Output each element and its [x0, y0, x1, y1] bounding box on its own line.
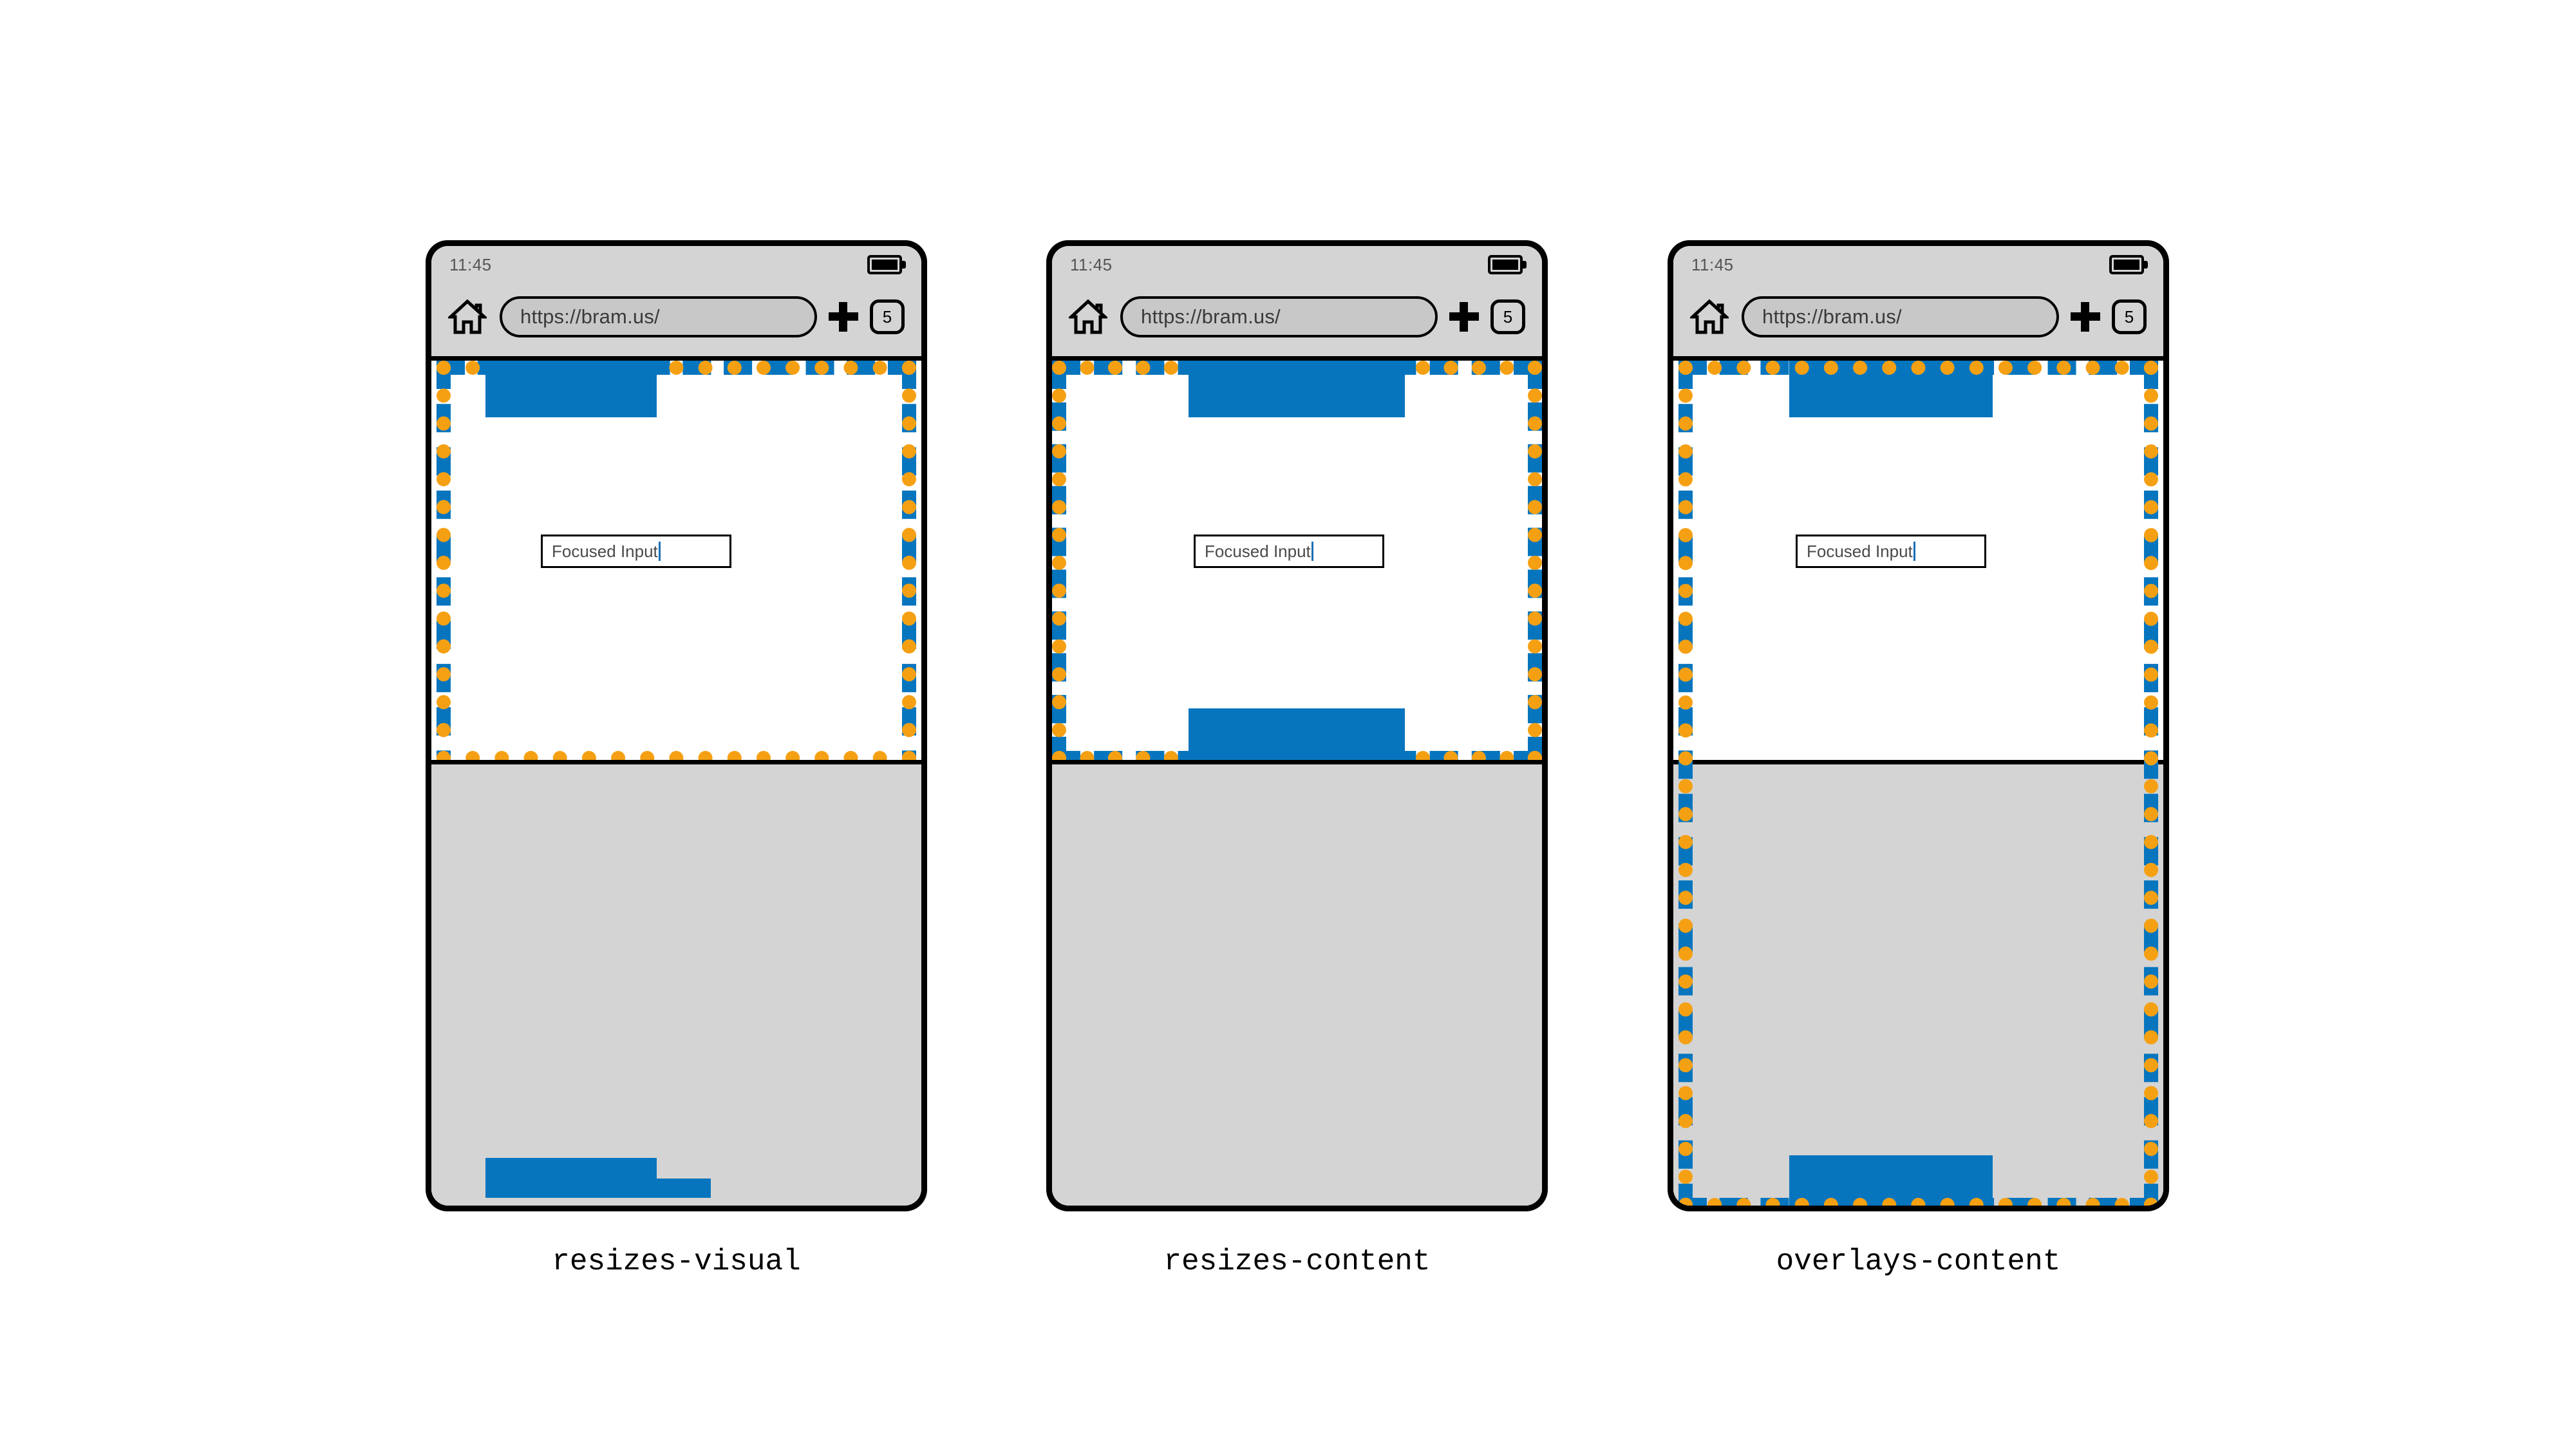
tab-count-label: 5 [1503, 307, 1513, 327]
phone-frame: 11:45 https://bram.us/ [426, 240, 927, 1211]
tab-count-label: 5 [2124, 307, 2134, 327]
url-text: https://bram.us/ [1762, 305, 1902, 328]
tab-count-badge[interactable]: 5 [870, 299, 905, 334]
battery-cap [2144, 261, 2148, 269]
home-icon[interactable] [448, 299, 487, 335]
phone-screen: 11:45 https://bram.us/ [1052, 246, 1542, 1206]
browser-toolbar: https://bram.us/ 5 [431, 278, 921, 355]
status-clock: 11:45 [1691, 255, 1734, 274]
browser-toolbar: https://bram.us/ 5 [1052, 278, 1542, 355]
battery-full-icon [1488, 255, 1527, 274]
header-block [485, 361, 657, 417]
focused-input[interactable]: Focused Input [541, 535, 731, 568]
tab-count-label: 5 [882, 307, 892, 327]
virtual-keyboard [1052, 760, 1542, 1206]
battery-full-icon [867, 255, 906, 274]
page-area: Focused Input [431, 361, 921, 1206]
plus-icon[interactable] [829, 302, 858, 332]
phone-frame: 11:45 https://bram.us/ [1046, 240, 1548, 1211]
battery-full-icon [2109, 255, 2148, 274]
text-caret [1913, 542, 1915, 561]
battery-cap [1523, 261, 1527, 269]
page-area: Focused Input [1052, 361, 1542, 1206]
plus-icon[interactable] [1449, 302, 1479, 332]
status-clock: 11:45 [1070, 255, 1113, 274]
phone-frame: 11:45 https://bram.us/ [1668, 240, 2169, 1211]
figure-resizes-visual: 11:45 https://bram.us/ [426, 240, 927, 1278]
url-bar[interactable]: https://bram.us/ [1120, 296, 1438, 337]
header-block [1789, 361, 1993, 417]
text-caret [1311, 542, 1313, 561]
virtual-keyboard [431, 760, 921, 1206]
footer-block [1789, 1155, 1993, 1206]
footer-block-extension [657, 1179, 711, 1198]
caption-resizes-content: resizes-content [1163, 1245, 1431, 1278]
focused-input-value: Focused Input [1807, 542, 1913, 561]
phone-screen: 11:45 https://bram.us/ [1673, 246, 2163, 1206]
status-clock: 11:45 [449, 255, 492, 274]
url-text: https://bram.us/ [520, 305, 660, 328]
status-bar: 11:45 [1052, 246, 1542, 279]
focused-input[interactable]: Focused Input [1194, 535, 1384, 568]
page-area: Focused Input [1673, 361, 2163, 1206]
figure-resizes-content: 11:45 https://bram.us/ [1046, 240, 1548, 1278]
battery-shell [1488, 255, 1523, 274]
browser-chrome: 11:45 https://bram.us/ [431, 246, 921, 361]
tab-count-badge[interactable]: 5 [1490, 299, 1525, 334]
browser-chrome: 11:45 https://bram.us/ [1052, 246, 1542, 361]
focused-input[interactable]: Focused Input [1796, 535, 1986, 568]
home-icon[interactable] [1069, 299, 1107, 335]
focused-input-value: Focused Input [552, 542, 658, 561]
status-bar: 11:45 [1673, 246, 2163, 279]
url-bar[interactable]: https://bram.us/ [1742, 296, 2059, 337]
tab-count-badge[interactable]: 5 [2112, 299, 2147, 334]
battery-shell [867, 255, 902, 274]
footer-block [1189, 708, 1405, 765]
phone-screen: 11:45 https://bram.us/ [431, 246, 921, 1206]
browser-toolbar: https://bram.us/ 5 [1673, 278, 2163, 355]
url-bar[interactable]: https://bram.us/ [500, 296, 817, 337]
focused-input-value: Focused Input [1205, 542, 1311, 561]
caption-resizes-visual: resizes-visual [552, 1245, 801, 1278]
plus-icon[interactable] [2071, 302, 2100, 332]
battery-shell [2109, 255, 2144, 274]
url-text: https://bram.us/ [1141, 305, 1281, 328]
virtual-keyboard [1673, 760, 2163, 1206]
header-block [1189, 361, 1405, 417]
battery-cap [902, 261, 906, 269]
text-caret [658, 542, 661, 561]
caption-overlays-content: overlays-content [1776, 1245, 2061, 1278]
figure-overlays-content: 11:45 https://bram.us/ [1668, 240, 2169, 1278]
footer-block [485, 1158, 657, 1198]
status-bar: 11:45 [431, 246, 921, 279]
home-icon[interactable] [1690, 299, 1729, 335]
browser-chrome: 11:45 https://bram.us/ [1673, 246, 2163, 361]
